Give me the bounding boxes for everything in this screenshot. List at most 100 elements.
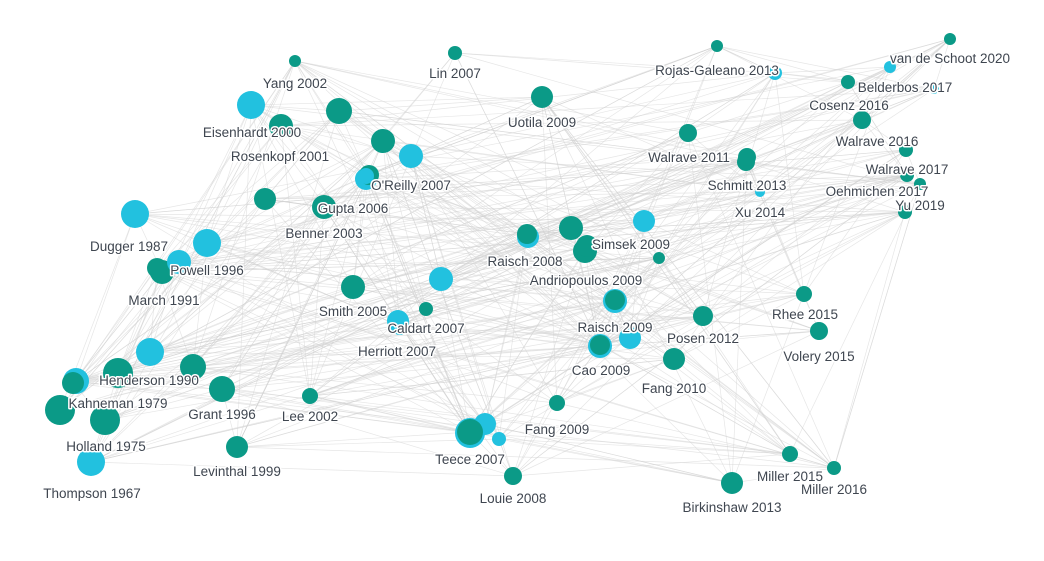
node-miller-2016[interactable] [827,461,841,475]
node-unlabeled[interactable] [738,148,756,166]
citation-edge [294,60,805,295]
node-unlabeled[interactable] [619,327,641,349]
node-walrave-2017[interactable] [900,168,914,182]
node-yang-2002[interactable] [289,55,301,67]
citation-edge [352,175,367,288]
node-gupta-2006[interactable] [312,195,336,219]
citation-edge [365,175,588,247]
node-yu-2019[interactable] [898,205,912,219]
node-unlabeled[interactable] [605,290,625,310]
node-unlabeled[interactable] [884,61,896,73]
citation-edge [117,372,471,434]
node-unlabeled[interactable] [391,317,409,335]
node-uotila-2009[interactable] [531,86,553,108]
citation-edge [72,271,163,384]
node-unlabeled[interactable] [180,354,206,380]
node-unlabeled[interactable] [358,168,374,184]
node-dugger-1987[interactable] [121,200,149,228]
node-lee-2002[interactable] [302,388,318,404]
citation-edge [250,104,805,295]
citation-edge [206,242,616,301]
node-smith-2005[interactable] [341,275,365,299]
citation-edge [397,320,486,425]
node-miller-2015[interactable] [782,446,798,462]
citation-edge [512,38,951,477]
node-oehmichen-2017[interactable] [914,178,926,190]
citation-edge [134,213,805,295]
node-cosenz-2016[interactable] [853,111,871,129]
node-benner-2003[interactable] [254,188,276,210]
node-posen-2012[interactable] [693,306,713,326]
citation-edge [280,125,311,397]
citation-edge [527,236,631,339]
node-rosenkopf-2001[interactable] [371,129,395,153]
node-unlabeled[interactable] [633,210,655,232]
node-unlabeled[interactable] [492,432,506,446]
citation-edge [440,245,588,280]
node-eisenhardt-2000[interactable] [237,91,265,119]
citation-edge [586,211,906,247]
node-xu-2014[interactable] [755,187,765,197]
label-xu-2014: Xu 2014 [735,205,786,220]
node-rhee-2015[interactable] [796,286,812,302]
node-unlabeled[interactable] [399,144,423,168]
node-belderbos-2017[interactable] [768,66,782,80]
node-powell-1996[interactable] [193,229,221,257]
node-lin-2007[interactable] [448,46,462,60]
citation-edge [75,198,266,382]
node-unlabeled[interactable] [457,419,483,445]
citation-edge [90,125,282,463]
citation-edge [250,104,340,112]
node-thompson-1967[interactable] [77,448,105,476]
node-unlabeled[interactable] [590,335,610,355]
label-rhee-2015: Rhee 2015 [772,307,838,322]
citation-edge [425,308,558,404]
citation-edge [399,174,908,327]
node-unlabeled[interactable] [326,98,352,124]
node-birkinshaw-2013[interactable] [721,472,743,494]
citation-edge [425,308,601,346]
node-unlabeled[interactable] [147,258,167,278]
citation-edge [731,467,835,484]
label-dugger-1987: Dugger 1987 [90,239,168,254]
node-walrave-2016[interactable] [899,143,913,157]
node-unlabeled[interactable] [62,372,84,394]
node-unlabeled[interactable] [929,84,939,94]
citation-edge [206,104,252,244]
node-herriott-2007[interactable] [419,302,433,316]
node-walrave-2011[interactable] [679,124,697,142]
citation-edge [90,174,370,463]
node-unlabeled[interactable] [576,235,598,257]
node-unlabeled[interactable] [136,338,164,366]
node-holland-1975[interactable] [90,405,120,435]
node-unlabeled[interactable] [517,224,537,244]
node-van-de-schoot-2020[interactable] [944,33,956,45]
citation-edge [586,245,820,332]
citation-edge [614,191,761,301]
node-henderson-1990[interactable] [103,358,133,388]
node-fang-2009[interactable] [549,395,565,411]
citation-edge [673,211,906,360]
label-cosenz-2016: Cosenz 2016 [809,98,889,113]
node-fang-2010[interactable] [663,348,685,370]
node-levinthal-1999[interactable] [226,436,248,458]
node-andriopoulos-2009[interactable] [653,252,665,264]
node-unlabeled[interactable] [429,267,453,291]
node-kahneman-1979[interactable] [45,395,75,425]
node-unlabeled[interactable] [559,216,583,240]
node-unlabeled[interactable] [167,250,191,274]
node-rojas-galeano-2013[interactable] [711,40,723,52]
citation-edge [759,66,891,193]
node-unlabeled[interactable] [269,114,293,138]
citation-edge [221,233,528,390]
label-uotila-2009: Uotila 2009 [508,115,576,130]
node-volery-2015[interactable] [810,322,828,340]
label-henderson-1990: Henderson 1990 [99,373,199,388]
citation-edge [599,220,645,347]
node-grant-1996[interactable] [209,376,235,402]
node-louie-2008[interactable] [504,467,522,485]
node-unlabeled[interactable] [841,75,855,89]
citation-edge [365,45,718,177]
